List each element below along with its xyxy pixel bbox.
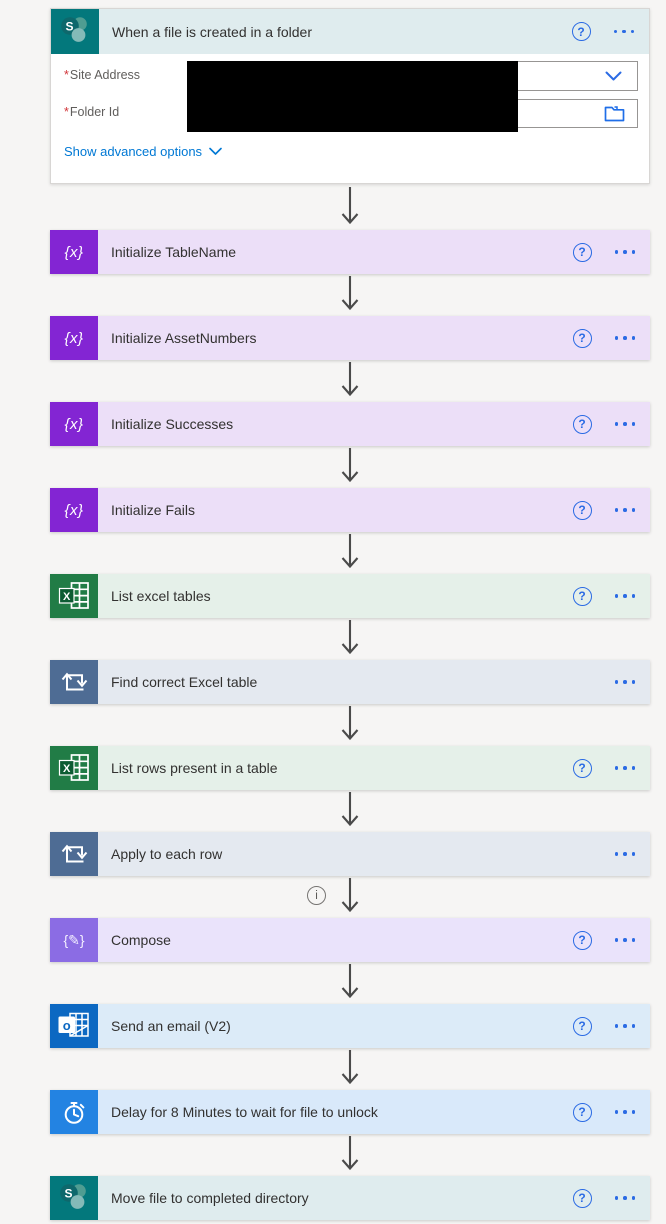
apply-to-each-loop-icon bbox=[50, 832, 98, 876]
more-menu-icon[interactable] bbox=[613, 29, 634, 34]
svg-text:S: S bbox=[65, 20, 73, 34]
initialize-variable-icon: {x} bbox=[50, 402, 98, 446]
help-icon[interactable]: ? bbox=[571, 22, 591, 41]
initialize-variable-icon: {x} bbox=[50, 316, 98, 360]
connector-arrow bbox=[50, 1048, 650, 1090]
more-menu-icon[interactable] bbox=[614, 766, 635, 770]
trigger-header[interactable]: S When a file is created in a folder ? bbox=[51, 9, 649, 54]
trigger-card-when-file-created[interactable]: S When a file is created in a folder ? *… bbox=[50, 8, 650, 184]
action-title: Apply to each row bbox=[111, 846, 223, 862]
action-card-initialize-assetnumbers[interactable]: {x} Initialize AssetNumbers ? bbox=[50, 316, 650, 360]
connector-arrow bbox=[50, 618, 650, 660]
help-icon[interactable]: ? bbox=[572, 758, 592, 778]
action-title: Compose bbox=[111, 932, 171, 948]
flow-canvas: S When a file is created in a folder ? *… bbox=[50, 0, 650, 1220]
action-card-apply-to-each-row[interactable]: Apply to each row bbox=[50, 832, 650, 876]
svg-text:S: S bbox=[64, 1187, 72, 1201]
action-title: List rows present in a table bbox=[111, 760, 278, 776]
svg-text:o: o bbox=[63, 1018, 71, 1033]
chevron-down-icon[interactable] bbox=[605, 71, 622, 82]
compose-data-operation-icon: {✎} bbox=[50, 918, 98, 962]
initialize-variable-icon: {x} bbox=[50, 488, 98, 532]
excel-icon: X bbox=[50, 574, 98, 618]
action-card-list-rows-present[interactable]: X List rows present in a table ? bbox=[50, 746, 650, 790]
connector-arrow bbox=[50, 1134, 650, 1176]
more-menu-icon[interactable] bbox=[614, 336, 635, 340]
connector-arrow: i bbox=[50, 876, 650, 918]
action-title: Initialize Successes bbox=[111, 416, 234, 432]
connector-arrow bbox=[50, 274, 650, 316]
action-card-list-excel-tables[interactable]: X List excel tables ? bbox=[50, 574, 650, 618]
trigger-title: When a file is created in a folder bbox=[112, 23, 312, 40]
action-card-delay[interactable]: Delay for 8 Minutes to wait for file to … bbox=[50, 1090, 650, 1134]
folder-id-label: *Folder Id bbox=[64, 105, 120, 119]
connector-arrow bbox=[50, 962, 650, 1004]
svg-text:X: X bbox=[63, 763, 71, 775]
sharepoint-icon: S bbox=[51, 9, 99, 54]
connector-arrow bbox=[50, 360, 650, 402]
help-icon[interactable]: ? bbox=[572, 242, 592, 262]
delay-stopwatch-icon bbox=[50, 1090, 98, 1134]
more-menu-icon[interactable] bbox=[614, 1110, 635, 1114]
action-card-compose[interactable]: {✎} Compose ? bbox=[50, 918, 650, 962]
help-icon[interactable]: ? bbox=[572, 1188, 592, 1208]
help-icon[interactable]: ? bbox=[572, 930, 592, 950]
chevron-down-icon bbox=[209, 147, 222, 155]
trigger-body: *Site Address *Folder Id Show advanced o… bbox=[51, 54, 649, 183]
action-title: Initialize TableName bbox=[111, 244, 237, 260]
connector-arrow bbox=[50, 704, 650, 746]
help-icon[interactable]: ? bbox=[572, 1016, 592, 1036]
sharepoint-icon: S bbox=[50, 1176, 98, 1220]
help-icon[interactable]: ? bbox=[572, 414, 592, 434]
more-menu-icon[interactable] bbox=[614, 938, 635, 942]
action-title: Initialize Fails bbox=[111, 502, 196, 518]
folder-picker-icon[interactable] bbox=[604, 105, 625, 122]
action-title: Move file to completed directory bbox=[111, 1190, 309, 1206]
action-card-initialize-tablename[interactable]: {x} Initialize TableName ? bbox=[50, 230, 650, 274]
initialize-variable-icon: {x} bbox=[50, 230, 98, 274]
info-icon[interactable]: i bbox=[307, 886, 326, 905]
more-menu-icon[interactable] bbox=[614, 508, 635, 512]
more-menu-icon[interactable] bbox=[614, 594, 635, 598]
connector-arrow bbox=[50, 532, 650, 574]
action-card-move-file[interactable]: S Move file to completed directory ? bbox=[50, 1176, 650, 1220]
more-menu-icon[interactable] bbox=[614, 680, 635, 684]
outlook-icon: o bbox=[50, 1004, 98, 1048]
svg-text:X: X bbox=[63, 591, 71, 603]
action-card-initialize-successes[interactable]: {x} Initialize Successes ? bbox=[50, 402, 650, 446]
help-icon[interactable]: ? bbox=[572, 500, 592, 520]
more-menu-icon[interactable] bbox=[614, 1196, 635, 1200]
more-menu-icon[interactable] bbox=[614, 1024, 635, 1028]
action-title: Send an email (V2) bbox=[111, 1018, 231, 1034]
apply-to-each-loop-icon bbox=[50, 660, 98, 704]
action-card-send-email[interactable]: o Send an email (V2) ? bbox=[50, 1004, 650, 1048]
show-advanced-options-link[interactable]: Show advanced options bbox=[64, 144, 222, 159]
action-card-find-correct-excel-table[interactable]: Find correct Excel table bbox=[50, 660, 650, 704]
connector-arrow bbox=[50, 446, 650, 488]
more-menu-icon[interactable] bbox=[614, 422, 635, 426]
excel-icon: X bbox=[50, 746, 98, 790]
connector-arrow bbox=[50, 184, 650, 230]
help-icon[interactable]: ? bbox=[572, 328, 592, 348]
action-title: List excel tables bbox=[111, 588, 211, 604]
more-menu-icon[interactable] bbox=[614, 250, 635, 254]
action-title: Delay for 8 Minutes to wait for file to … bbox=[111, 1104, 378, 1120]
site-address-label: *Site Address bbox=[64, 68, 141, 82]
action-title: Find correct Excel table bbox=[111, 674, 258, 690]
action-title: Initialize AssetNumbers bbox=[111, 330, 257, 346]
redacted-field-values bbox=[187, 61, 518, 132]
help-icon[interactable]: ? bbox=[572, 586, 592, 606]
action-card-initialize-fails[interactable]: {x} Initialize Fails ? bbox=[50, 488, 650, 532]
connector-arrow bbox=[50, 790, 650, 832]
help-icon[interactable]: ? bbox=[572, 1102, 592, 1122]
more-menu-icon[interactable] bbox=[614, 852, 635, 856]
